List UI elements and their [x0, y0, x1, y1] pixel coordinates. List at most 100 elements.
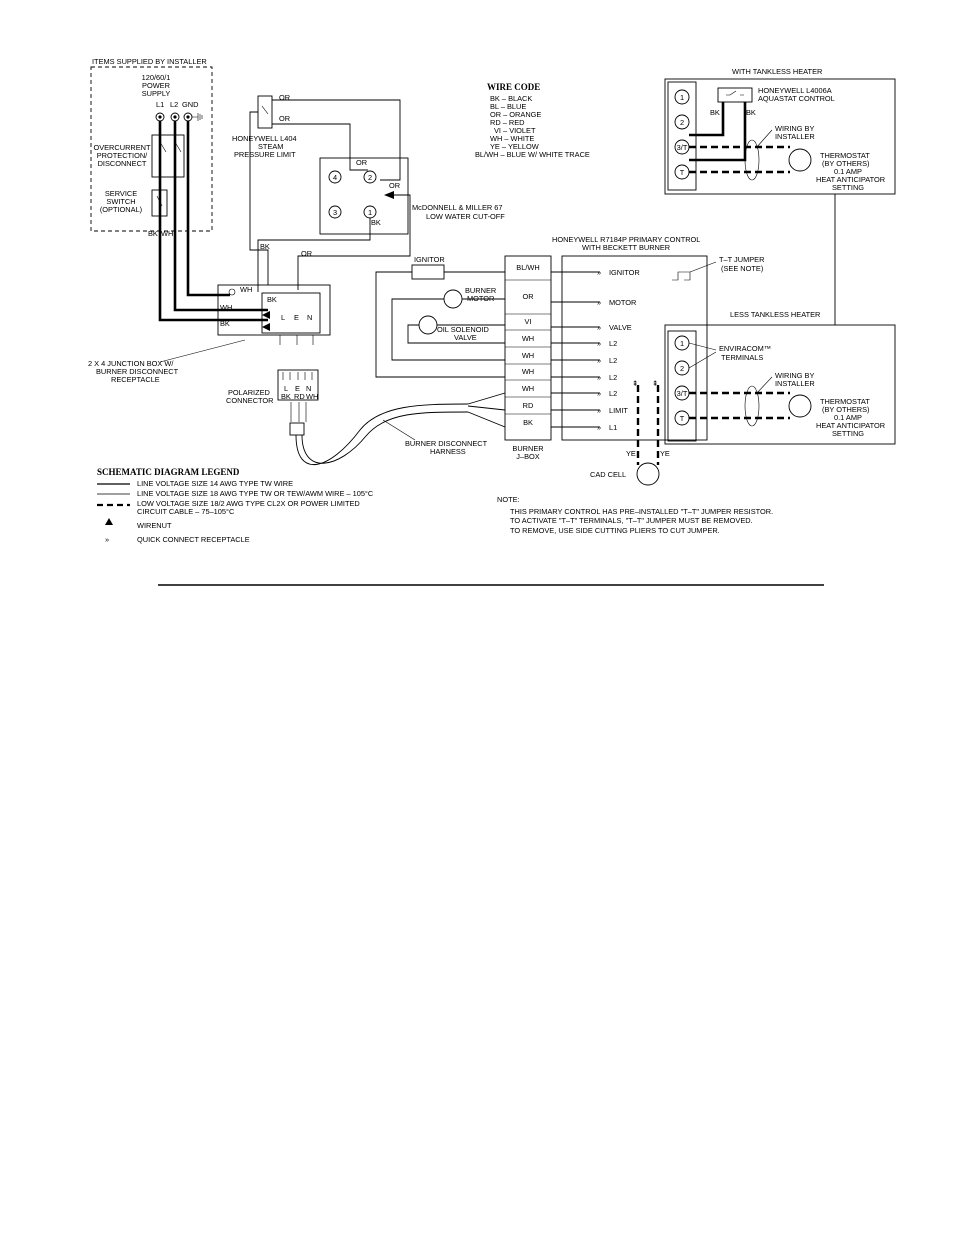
lwco-terminal-2	[363, 170, 377, 184]
solenoid-line2: VALVE	[454, 333, 477, 342]
jbox-wire-wh-3: WH	[522, 367, 534, 376]
jbox-terminal-l: L	[281, 313, 285, 322]
tankless-terminal-t-label: T	[680, 168, 685, 177]
cad-cell-icon	[636, 462, 660, 486]
qc-receptacle-icon-9: »	[597, 423, 601, 432]
burner-motor-icon	[443, 289, 463, 309]
jbox-wire-rd: RD	[523, 401, 534, 410]
jbox-terminal-e: E	[294, 313, 299, 322]
terminal-limit: LIMIT	[609, 406, 628, 415]
note-line3: TO REMOVE, USE SIDE CUTTING PLIERS TO CU…	[510, 526, 720, 535]
less-tankless-thermostat-line1: THERMOSTAT	[820, 397, 870, 406]
installer-box	[90, 66, 213, 232]
overcurrent-line1: OVERCURRENT	[93, 143, 151, 152]
enviracom-leaders	[688, 342, 717, 369]
overcurrent-line2: PROTECTION/	[97, 151, 148, 160]
terminal-l2-d: L2	[609, 389, 617, 398]
polarized-connector-section: L E N BK RD WH POLARIZED CONNECTOR	[226, 369, 319, 422]
steam-limit-section: OR OR HONEYWELL L404 STEAM PRESSURE LIMI…	[232, 93, 297, 159]
lwco-terminal-4-label: 4	[333, 173, 337, 182]
installer-title: ITEMS SUPPLIED BY INSTALLER	[92, 57, 207, 66]
connector-leads	[290, 402, 307, 422]
lwco-terminal-2-label: 2	[368, 173, 372, 182]
installer-wire-wh: WH	[161, 229, 173, 238]
less-tankless-terminal-3t-label: 3/T	[677, 389, 688, 398]
wire-ignitor	[375, 271, 505, 378]
cad-wire-ye-2: YE	[660, 449, 670, 458]
qc-receptacle-icon-4: »	[597, 339, 601, 348]
wire-code-or: OR – ORANGE	[490, 110, 541, 119]
lwco-terminal-4	[328, 170, 342, 184]
harness-leader	[382, 419, 416, 441]
wirenut-icon	[105, 518, 113, 525]
harness-line1: BURNER DISCONNECT	[405, 439, 488, 448]
burner-disconnect-receptacle	[261, 292, 321, 334]
aquastat-wire-bk-2: BK	[746, 108, 756, 117]
legend-item-18awg: LINE VOLTAGE SIZE 18 AWG TYPE TW OR TEW/…	[137, 489, 374, 498]
wire-steam-to-lwco-2	[272, 123, 368, 171]
note-line1: THIS PRIMARY CONTROL HAS PRE–INSTALLED "…	[510, 507, 773, 516]
tt-jumper-leader	[689, 261, 717, 273]
cad-qc-icon-1: ⇞	[632, 379, 638, 388]
harness-grip	[289, 422, 305, 436]
aquastat-line2: AQUASTAT CONTROL	[758, 94, 835, 103]
lwco-wire-or: OR	[356, 158, 367, 167]
ground-icon	[192, 113, 203, 121]
wire-bk-label: BK	[260, 242, 270, 251]
wire-l1-hot	[158, 121, 268, 322]
wire-code-bk: BK – BLACK	[490, 94, 532, 103]
jbox-wire-wh-side: WH	[220, 303, 232, 312]
jbox-wirenut-icons	[262, 311, 270, 331]
terminal-l1-dot	[158, 115, 162, 119]
installer-section: ITEMS SUPPLIED BY INSTALLER 120/60/1 POW…	[90, 57, 213, 238]
legend-item-quick-connect: QUICK CONNECT RECEPTACLE	[137, 535, 250, 544]
power-supply-line2: POWER	[142, 81, 170, 90]
connector-label-line2: CONNECTOR	[226, 396, 274, 405]
harness-section: BURNER DISCONNECT HARNESS	[289, 392, 506, 465]
jbox-label-line2: BURNER DISCONNECT	[96, 367, 179, 376]
tankless-title: WITH TANKLESS HEATER	[732, 67, 822, 76]
disconnect-switch-icon	[159, 141, 182, 168]
jbox-wire-bk-side: BK	[220, 319, 230, 328]
terminal-l1: L1	[609, 423, 617, 432]
jbox-wire-wh-1: WH	[522, 334, 534, 343]
harness-fanout	[467, 392, 506, 428]
burner-parts: IGNITOR BURNER MOTOR OIL SOLENOID VALVE	[411, 255, 496, 342]
junction-box	[217, 284, 331, 336]
burner-jbox	[504, 255, 552, 441]
note-line2: TO ACTIVATE "T–T" TERMINALS, "T–T" JUMPE…	[510, 516, 753, 525]
wire-code-wh: WH – WHITE	[490, 134, 534, 143]
tankless-box	[664, 78, 896, 195]
lwco-label-line1: McDONNELL & MILLER 67	[412, 203, 503, 212]
less-tankless-wiring-line1: WIRING BY	[775, 371, 814, 380]
connector-terminal-e: E	[295, 384, 300, 393]
note-title: NOTE:	[497, 495, 520, 504]
enviracom-line1: ENVIRACOM™	[719, 344, 771, 353]
wire-l2-neutral	[173, 121, 268, 312]
legend-item-low-voltage-cont: CIRCUIT CABLE – 75–105°C	[137, 507, 235, 516]
lwco-terminal-3	[328, 205, 342, 219]
less-tankless-thermostat-line3: 0.1 AMP	[834, 413, 862, 422]
legend-item-wirenut: WIRENUT	[137, 521, 172, 530]
less-tankless-thermostat-line2: (BY OTHERS)	[822, 405, 870, 414]
less-tankless-terminal-1-label: 1	[680, 339, 684, 348]
tankless-thermostat-line3: 0.1 AMP	[834, 167, 862, 176]
jbox-label-line1: BURNER	[512, 444, 543, 453]
tankless-heater-section: WITH TANKLESS HEATER 1 2 3/T T HONEYWELL…	[664, 67, 896, 195]
steam-wire-or-top: OR	[279, 93, 290, 102]
steam-limit-line2: STEAM	[258, 142, 283, 151]
primary-terminal-leads	[551, 271, 600, 428]
jbox-wire-labels: BL/WH OR VI WH WH WH WH RD BK BURNER J–B…	[505, 263, 551, 461]
terminal-motor: MOTOR	[609, 298, 636, 307]
wire-or-to-jbox	[297, 194, 411, 290]
cad-qc-icon-2: ⇞	[652, 379, 658, 388]
cad-wire-ye-1: YE	[626, 449, 636, 458]
ignitor-label: IGNITOR	[414, 255, 445, 264]
less-tankless-thermostat-line5: SETTING	[832, 429, 864, 438]
less-tankless-cable-sheath	[744, 385, 760, 427]
aquastat-switch-icon	[726, 90, 744, 96]
quick-connect-icon: »	[105, 535, 109, 544]
tankless-wiring-line1: WIRING BY	[775, 124, 814, 133]
legend-item-14awg: LINE VOLTAGE SIZE 14 AWG TYPE TW WIRE	[137, 479, 293, 488]
